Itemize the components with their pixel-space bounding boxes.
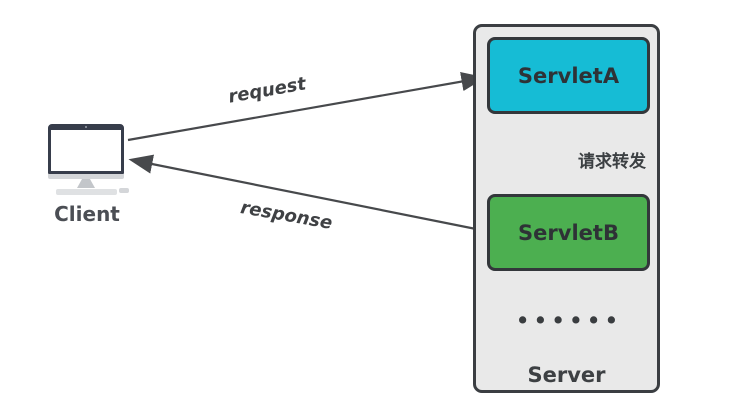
servlet-b-node: ServletB xyxy=(487,194,650,271)
server-label: Server xyxy=(527,363,606,387)
monitor-screen-icon xyxy=(48,124,124,174)
servlet-b-label: ServletB xyxy=(518,220,619,245)
more-servlets-ellipsis: •••••• xyxy=(515,306,622,335)
mouse-icon xyxy=(119,188,129,193)
servlet-a-label: ServletA xyxy=(517,63,620,88)
client-label: Client xyxy=(54,202,120,226)
webcam-dot-icon xyxy=(85,126,87,128)
monitor-chin-icon xyxy=(48,174,124,179)
monitor-stand-icon xyxy=(77,179,95,188)
request-arrow-label: request xyxy=(226,73,308,108)
keyboard-icon xyxy=(56,189,117,195)
servlet-a-node: ServletA xyxy=(487,37,650,114)
forward-arrow-label: 请求转发 xyxy=(578,152,646,172)
response-arrow-label: response xyxy=(238,197,334,234)
